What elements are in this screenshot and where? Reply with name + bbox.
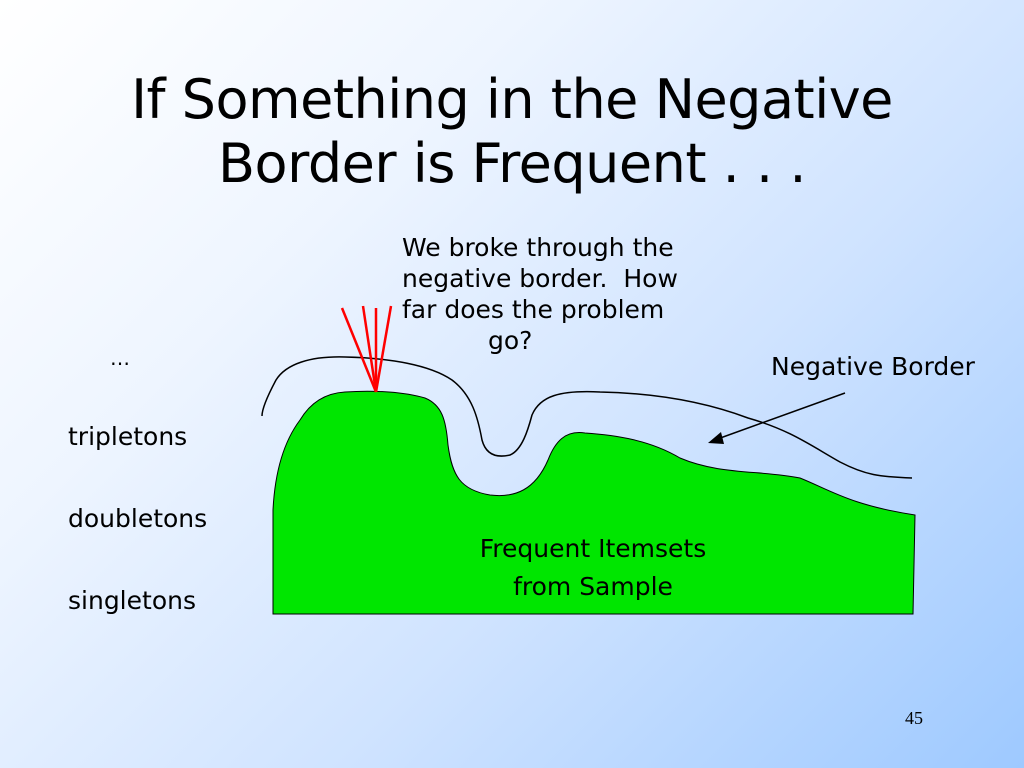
breakthrough-line-4: [374, 305, 393, 393]
breakthrough-line-2: [361, 305, 378, 393]
slide-title: If Something in the Negative Border is F…: [0, 68, 1024, 196]
frequent-label-line-1: Frequent Itemsets: [479, 534, 707, 563]
title-line-2: Border is Frequent . . .: [218, 132, 807, 195]
frequent-itemsets-label: Frequent Itemsets from Sample: [413, 530, 773, 606]
breakthrough-note: We broke through the negative border. Ho…: [402, 232, 742, 356]
frequent-itemsets-region: [272, 390, 916, 615]
note-line-4: go?: [488, 326, 533, 355]
level-ellipsis: …: [110, 346, 130, 370]
negative-border-curve: [261, 356, 913, 479]
frequent-label-line-2: from Sample: [513, 572, 673, 601]
page-number: 45: [905, 708, 923, 728]
note-line-1: We broke through the: [402, 233, 674, 262]
negative-border-arrow-head: [708, 432, 724, 444]
note-line-2: negative border. How: [402, 264, 678, 293]
breakthrough-line-1: [340, 307, 378, 393]
negative-border-label: Negative Border: [771, 352, 975, 381]
title-line-1: If Something in the Negative: [131, 68, 893, 131]
breakthrough-lines: [340, 305, 393, 393]
level-singletons: singletons: [68, 586, 196, 615]
note-line-3: far does the problem: [402, 295, 665, 324]
negative-border-arrow-shaft: [711, 392, 846, 442]
level-tripletons: tripletons: [68, 422, 188, 451]
level-doubletons: doubletons: [68, 504, 208, 533]
